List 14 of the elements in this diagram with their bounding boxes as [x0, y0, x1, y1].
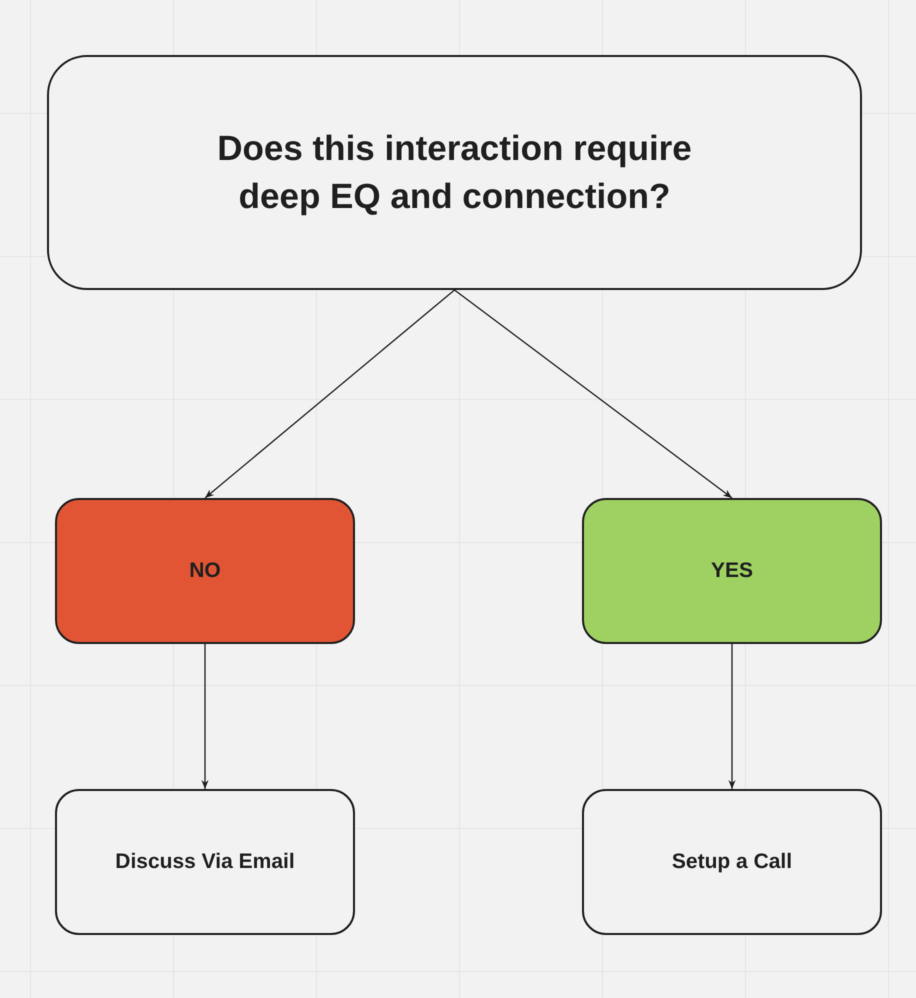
arrow — [204, 290, 455, 498]
answer-box — [582, 498, 882, 644]
process-box — [582, 789, 882, 935]
node-label: Discuss Via Email — [115, 849, 295, 876]
node-label: NO — [189, 558, 221, 584]
node-label: Setup a Call — [672, 849, 792, 876]
process-box — [55, 789, 355, 935]
node-label: Does this interaction require deep EQ and connection? — [216, 128, 693, 218]
answer-box — [55, 498, 355, 644]
arrow — [728, 644, 736, 789]
question-box — [47, 55, 862, 290]
node-label: YES — [710, 558, 754, 584]
arrow — [201, 644, 209, 789]
arrow — [454, 289, 732, 499]
